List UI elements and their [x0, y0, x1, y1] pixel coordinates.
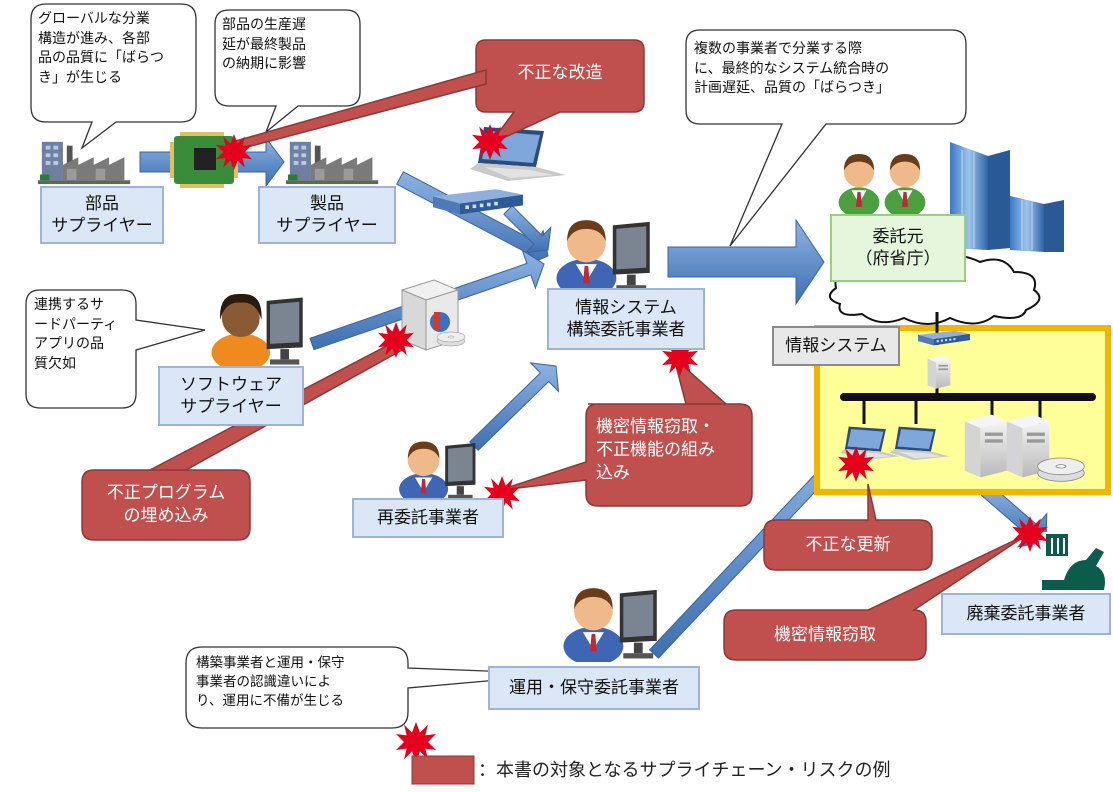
risk-callout-tampering: [475, 39, 645, 145]
person-icon: [884, 154, 926, 216]
risk-malicious-program-text: 不正プログラム の埋め込み: [106, 483, 226, 526]
software-supplier-person-icon: [211, 293, 303, 368]
disposal-icon: [1036, 532, 1113, 592]
product-supplier-box: 製品 サプライヤー: [258, 186, 396, 244]
parts-supplier-box: 部品 サプライヤー: [40, 186, 164, 244]
risk-callouts: [81, 39, 1029, 661]
server-icon: [927, 355, 951, 389]
arrow-builder-to-client: [667, 218, 825, 306]
speech-bubbles: [25, 3, 967, 729]
bubble-misunderstanding-text: 構築事業者と運用・保守 事業者の認識違いによ り、運用に不備が生じる: [196, 655, 345, 709]
factory-icon: [38, 141, 131, 185]
legend-text: ：本書の対象となるサプライチェーン・リスクの例: [478, 760, 891, 781]
software-supplier-box: ソフトウェア サプライヤー: [158, 366, 304, 426]
person-icon: [838, 154, 880, 216]
arrow-subcontractor-to-builder: [469, 362, 560, 452]
disposal-box: 廃棄委託事業者: [941, 593, 1111, 635]
bubble-third-party: [25, 289, 206, 409]
risk-callout-theft: [723, 533, 1029, 661]
chip-icon: [170, 132, 238, 188]
subcontractor-person-icon: [399, 441, 476, 502]
client-box: 委託元 （府省庁）: [830, 214, 966, 282]
disk-icon: [1037, 457, 1085, 482]
risk-theft-text: 機密情報窃取: [774, 625, 876, 645]
bubble-global: [30, 3, 197, 150]
risk-illegal-update-text: 不正な更新: [805, 535, 891, 555]
legend-swatch: [411, 755, 475, 785]
bubble-multi-vendor: [685, 29, 967, 247]
bubble-delay-text: 部品の生産遅 延が最終製品 の納期に影響: [222, 17, 306, 73]
risk-tampering-text: 不正な改造: [517, 63, 603, 83]
factory-icon: [286, 141, 379, 185]
builder-person-icon: [556, 220, 650, 294]
info-system-label: 情報システム: [772, 326, 900, 366]
risk-callout-illegal-update: [763, 483, 933, 571]
operator-person-icon: [563, 588, 657, 662]
server-icon: [964, 414, 1008, 478]
arrow-router-to-builder: [503, 205, 552, 254]
bubble-third-party-text: 連携するサ ードパーティ アプリの品 質欠如: [34, 297, 118, 372]
operator-box: 運用・保守委託事業者: [488, 666, 700, 710]
risk-theft-embed-text: 機密情報窃取・ 不正機能の組み 込み: [596, 417, 715, 483]
bubble-multi-vendor-text: 複数の事業者で分業する際 に、最終的なシステム統合時の 計画遅延、品質の「ばらつ…: [694, 41, 890, 97]
bubble-delay: [214, 9, 361, 135]
builder-box: 情報システム 構築委託事業者: [547, 288, 705, 350]
risk-callout-theft-embed: [499, 355, 753, 507]
building-icon: [950, 142, 1064, 252]
bubble-misunderstanding: [185, 646, 566, 729]
bubble-global-text: グローバルな分業 構造が進み、各部 品の品質に「ばらつ き」が生じる: [38, 11, 164, 86]
disk-icon: [436, 331, 466, 347]
subcontractor-box: 再委託事業者: [352, 498, 504, 538]
